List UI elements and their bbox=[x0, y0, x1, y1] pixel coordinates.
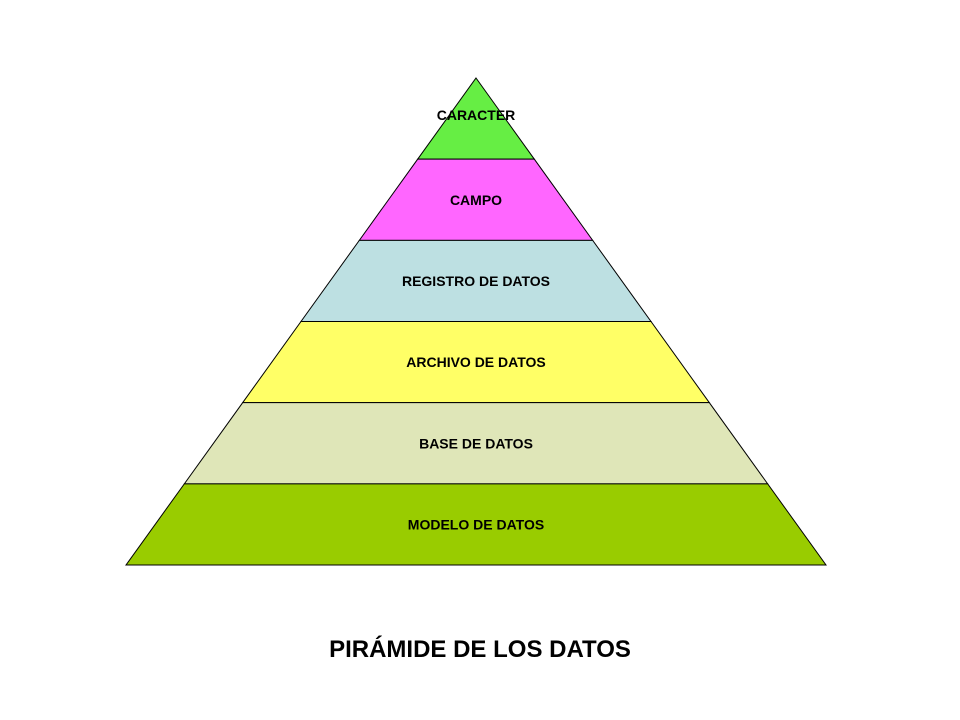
pyramid-level-label: REGISTRO DE DATOS bbox=[402, 273, 550, 289]
pyramid-level-label: BASE DE DATOS bbox=[419, 435, 533, 451]
pyramid-level-label: CAMPO bbox=[450, 192, 502, 208]
pyramid-level-label: MODELO DE DATOS bbox=[408, 516, 544, 532]
pyramid-level-label: CARACTER bbox=[437, 107, 516, 123]
pyramid-level-label: ARCHIVO DE DATOS bbox=[406, 354, 546, 370]
pyramid-level-6 bbox=[125, 483, 827, 566]
page-title: PIRÁMIDE DE LOS DATOS bbox=[329, 636, 631, 663]
